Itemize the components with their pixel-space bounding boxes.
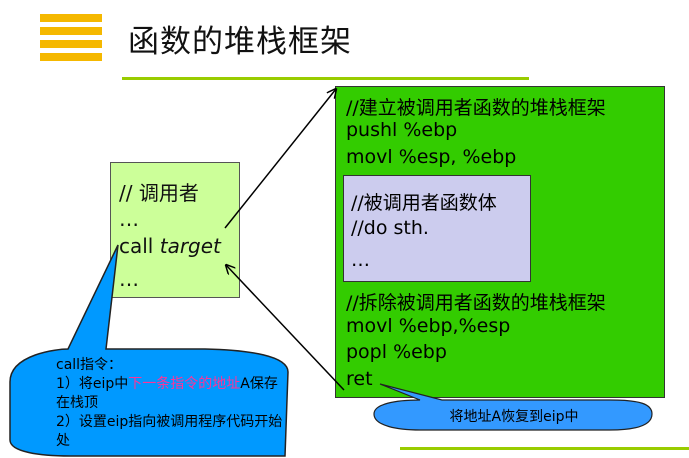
prologue-comment: //建立被调用者函数的堆栈框架 xyxy=(346,97,606,119)
title-underline xyxy=(122,77,529,80)
epilogue-movl: movl %ebp,%esp xyxy=(346,315,511,337)
prologue-pushl: pushl %ebp xyxy=(346,119,458,141)
epilogue-popl: popl %ebp xyxy=(346,341,447,363)
body-ellipsis: … xyxy=(351,249,370,271)
call-callout-text: call指令： 1）将eip中下一条指令的地址A保存在栈顶 2）设置eip指向被… xyxy=(56,356,286,451)
call-target: target xyxy=(159,234,221,258)
logo-icon xyxy=(40,14,102,61)
call-callout-item1: 1）将eip中下一条指令的地址A保存在栈顶 xyxy=(56,376,278,411)
call-keyword: call xyxy=(119,234,160,258)
caller-call-instruction: call target xyxy=(119,234,221,258)
body-do-sth: //do sth. xyxy=(351,217,429,239)
page-title: 函数的堆栈框架 xyxy=(128,24,352,60)
caller-comment: // 调用者 xyxy=(119,181,199,205)
epilogue-ret: ret xyxy=(346,368,373,390)
prologue-movl: movl %esp, %ebp xyxy=(346,146,517,168)
body-comment: //被调用者函数体 xyxy=(351,192,497,214)
ret-callout-text: 将地址A恢复到eip中 xyxy=(449,409,579,425)
caller-ellipsis-top: … xyxy=(119,207,139,231)
call-callout-heading: call指令： xyxy=(56,357,123,373)
bottom-divider xyxy=(400,447,689,450)
ret-callout-bubble xyxy=(373,383,653,431)
call-callout-bubble xyxy=(9,244,289,457)
callee-body-box: //被调用者函数体 //do sth. … xyxy=(343,175,531,282)
epilogue-comment: //拆除被调用者函数的堆栈框架 xyxy=(346,292,606,314)
call-arrow xyxy=(224,89,336,229)
next-instruction-highlight: 下一条指令的地址 xyxy=(128,376,241,392)
caller-ellipsis-bottom: … xyxy=(119,267,139,291)
caller-box: // 调用者 … call target … xyxy=(110,162,240,298)
return-arrow xyxy=(226,265,345,391)
call-callout-item2: 2）设置eip指向被调用程序代码开始处 xyxy=(56,414,283,449)
